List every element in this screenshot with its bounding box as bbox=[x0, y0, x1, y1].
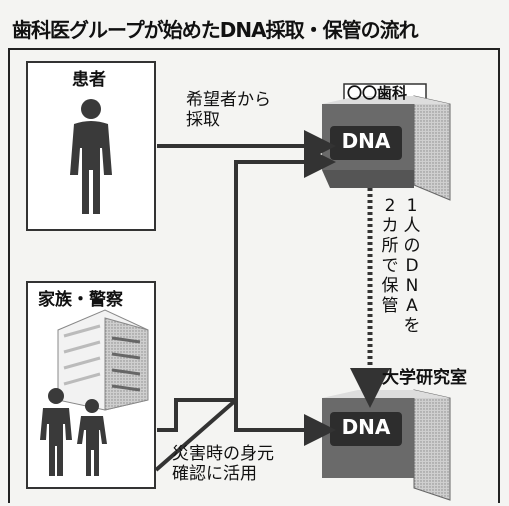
disaster-label-line2: 確認に活用 bbox=[172, 464, 257, 484]
dna-badge-lab: DNA bbox=[341, 415, 391, 439]
patient-person-icon bbox=[70, 99, 112, 214]
collect-label-line2: 採取 bbox=[186, 110, 220, 130]
arrow-to-clinic bbox=[154, 146, 336, 472]
frame-border-left bbox=[8, 48, 10, 503]
arrow-disaster bbox=[157, 398, 336, 446]
disaster-label-line1: 災害時の身元 bbox=[172, 444, 274, 464]
family-police-label: 家族・警察 bbox=[38, 290, 123, 310]
diagram-title: 歯科医グループが始めたDNA採取・保管の流れ bbox=[12, 18, 419, 42]
dna-badge-clinic: DNA bbox=[341, 129, 391, 153]
frame-border-right bbox=[498, 48, 500, 503]
clinic-sign-text: 〇〇歯科 bbox=[347, 84, 408, 102]
family-people-icon bbox=[40, 388, 107, 476]
storage-note-col2: 2カ所で保管 bbox=[381, 196, 399, 316]
university-lab-label: 大学研究室 bbox=[382, 368, 467, 388]
frame-border-top bbox=[8, 48, 500, 50]
dna-badge-lab-bg bbox=[330, 412, 402, 446]
patient-label: 患者 bbox=[72, 70, 106, 90]
police-building-icon bbox=[57, 309, 149, 411]
collect-label-line1: 希望者から bbox=[186, 90, 271, 110]
dna-badge-clinic-bg bbox=[330, 126, 402, 160]
storage-note-col1: 1人のDNAを bbox=[403, 196, 421, 336]
